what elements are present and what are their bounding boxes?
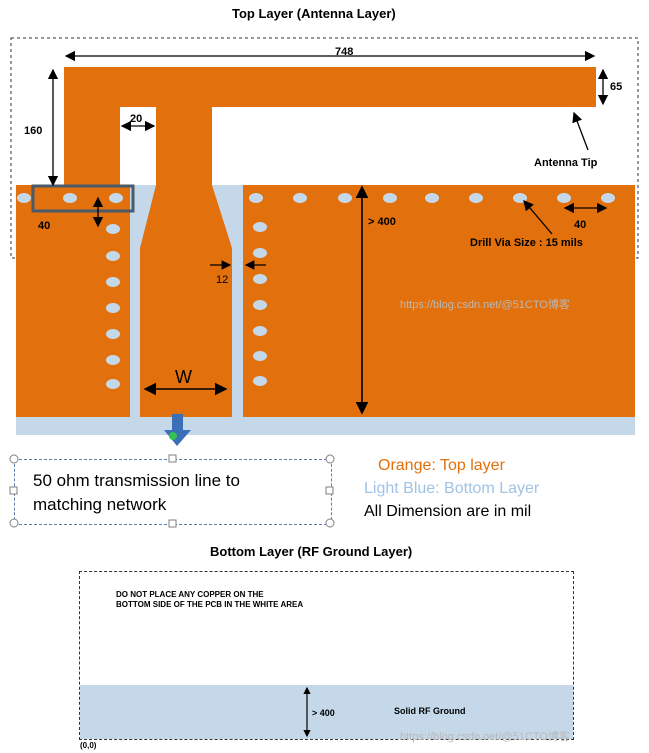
solid-ground-region — [80, 685, 573, 739]
top-layer-diagram: 748 65 160 20 40 40 > 400 12 W Antenna T… — [10, 37, 639, 446]
no-copper-note: DO NOT PLACE ANY COPPER ON THE BOTTOM SI… — [116, 590, 304, 609]
via-column-right — [253, 222, 267, 386]
dim-via-spacing-left: 40 — [38, 220, 50, 232]
dim-ground-height: > 400 — [368, 216, 396, 228]
feed-line — [140, 107, 232, 417]
via-highlight-box — [31, 184, 135, 213]
via-row-top — [17, 193, 615, 203]
dim-clearance: 12 — [216, 274, 228, 286]
drill-via-label: Drill Via Size : 15 mils — [470, 237, 583, 249]
antenna-tip-pointer — [572, 111, 589, 151]
callout-line-1: 50 ohm transmission line to — [33, 471, 240, 490]
bottom-ground-height: > 400 — [312, 708, 335, 718]
dim-via-spacing-right: 40 — [574, 219, 586, 231]
callout-line-2: matching network — [33, 495, 167, 514]
legend-blue: Light Blue: Bottom Layer — [364, 480, 540, 497]
ground-right — [243, 185, 635, 417]
legend-dimensions: All Dimension are in mil — [364, 503, 532, 520]
watermark-bottom: https://blog.csdn.net/@51CTO博客 — [400, 731, 570, 743]
dim-tip-thickness: 65 — [610, 81, 622, 93]
origin-label: (0,0) — [80, 741, 97, 750]
via-column-left — [106, 224, 120, 389]
bottom-layer-diagram: DO NOT PLACE ANY COPPER ON THE BOTTOM SI… — [79, 571, 574, 740]
dim-width: W — [175, 367, 192, 387]
top-layer-title: Top Layer (Antenna Layer) — [232, 6, 396, 21]
antenna-top-arm — [64, 67, 596, 107]
dim-gap: 20 — [130, 113, 142, 125]
antenna-tip-label: Antenna Tip — [534, 157, 598, 169]
dim-height: 160 — [24, 125, 42, 137]
solid-ground-label: Solid RF Ground — [394, 706, 466, 716]
bottom-layer-title: Bottom Layer (RF Ground Layer) — [210, 544, 413, 559]
feed-arrow-icon — [164, 414, 191, 446]
drill-via-pointer — [523, 200, 553, 235]
ground-left — [16, 185, 130, 417]
callout-handles — [9, 454, 335, 528]
dim-total-length: 748 — [335, 46, 353, 58]
legend-orange: Orange: Top layer — [378, 457, 505, 474]
watermark-top: https://blog.csdn.net/@51CTO博客 — [400, 299, 570, 311]
transmission-line-callout: 50 ohm transmission line to matching net… — [14, 459, 332, 525]
